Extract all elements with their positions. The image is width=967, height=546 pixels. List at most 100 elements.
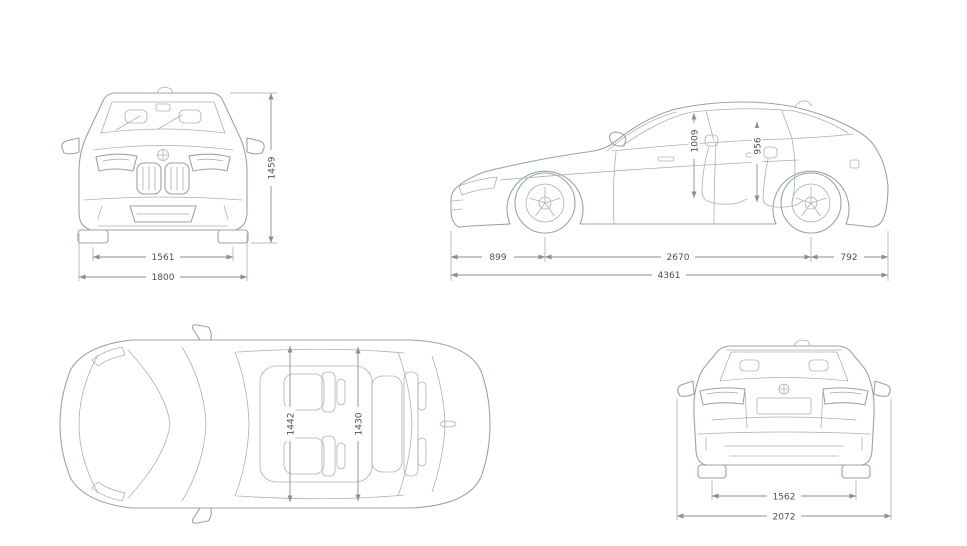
rear-reflectors	[705, 437, 863, 451]
rear-headrest-left	[739, 359, 760, 372]
seat-headrest	[704, 134, 719, 147]
rear-mirror-left	[677, 380, 695, 397]
front-mirror-left	[61, 137, 80, 155]
license-plate	[756, 397, 812, 415]
seat-cushion	[770, 200, 804, 208]
top-view: 1442 1430	[59, 324, 491, 524]
side-beltline	[611, 133, 854, 152]
dimension-label: 792	[840, 253, 857, 263]
label-backing	[146, 251, 180, 263]
dimension-label: 1800	[152, 273, 175, 283]
dim-rear-headroom: 956	[751, 122, 764, 202]
dim-top-rear-width: 1430	[352, 347, 365, 501]
wheel-spokes	[529, 186, 561, 217]
kidney-grille-left	[136, 162, 162, 195]
top-roof-front-edge	[234, 351, 250, 497]
front-wipers	[115, 114, 183, 131]
rear-headrest-right	[808, 359, 829, 372]
front-headlight-right-detail	[196, 158, 224, 162]
label-backing	[834, 251, 864, 263]
hatch-bottom-line	[711, 416, 857, 421]
label-backing	[652, 269, 686, 281]
dim-top-front-width: 1442	[284, 346, 297, 502]
taillight-left	[699, 387, 746, 406]
front-hood-line	[92, 145, 234, 151]
top-headlight-lower	[91, 481, 126, 502]
seat-cushion	[283, 373, 325, 411]
bmw-roundel-icon	[778, 383, 790, 395]
seat-cushion	[371, 375, 403, 473]
label-backing	[661, 251, 695, 263]
front-view: 1561 1800 1459	[61, 86, 278, 283]
front-wheel-left	[77, 229, 109, 244]
top-seat-front-left	[283, 371, 346, 413]
top-roof-side-edges	[237, 348, 405, 500]
side-wheel-rear	[780, 172, 842, 234]
hatch-seams	[744, 391, 824, 429]
seat-headrest	[417, 381, 427, 411]
top-hood-crease	[127, 349, 171, 499]
tire	[780, 172, 842, 234]
side-body-outline	[450, 101, 889, 228]
side-wheel-front	[514, 172, 576, 234]
rear-wheel-left	[697, 464, 727, 479]
top-body-outline	[59, 339, 491, 509]
label-backing	[265, 150, 277, 186]
front-headlight-right	[188, 153, 231, 172]
dimension-label: 1562	[773, 493, 796, 503]
front-headrest-right	[178, 109, 202, 124]
rear-mirror-right	[873, 380, 891, 397]
front-center-intake	[129, 205, 197, 223]
ghost-seat-rear	[762, 146, 804, 208]
dim-length-chain: 899 2670 792	[450, 231, 889, 281]
top-roof-fin-icon	[439, 420, 457, 428]
side-view: 1009 956 899 2670 792 4361	[450, 100, 889, 281]
front-bumper-crease	[83, 196, 243, 201]
seat-back	[321, 371, 336, 413]
dim-rear-track: 1562	[711, 480, 857, 503]
dim-front-height: 1459	[230, 92, 278, 244]
bmw-roundel-icon	[157, 149, 169, 161]
wheel-spokes	[795, 186, 827, 217]
dimension-label: 1442	[287, 413, 297, 436]
front-headlight-left-detail	[102, 158, 130, 162]
front-windshield	[100, 101, 226, 134]
top-hatch-edge	[431, 355, 446, 493]
side-mirror	[608, 131, 627, 147]
door-seam-mid	[713, 141, 717, 224]
seat-headrest	[417, 437, 427, 467]
dimension-label: 1009	[691, 129, 701, 152]
top-mirror-lower	[191, 507, 212, 524]
top-headlight-upper	[91, 346, 126, 367]
front-body-outline	[78, 92, 248, 231]
label-backing	[688, 123, 700, 159]
front-side-slits	[97, 205, 229, 220]
top-mirror-upper	[191, 324, 212, 341]
rear-roof-antenna-icon	[793, 339, 811, 347]
side-headlight	[458, 176, 498, 196]
grille-bars	[142, 166, 184, 191]
label-backing	[767, 490, 801, 502]
dimension-label: 1561	[152, 253, 175, 263]
dimension-label: 1430	[355, 412, 365, 435]
b-pillar	[705, 110, 715, 142]
dim-overall-length: 4361	[451, 269, 888, 281]
dimension-label: 2670	[667, 253, 690, 263]
dimension-label: 1459	[268, 156, 278, 179]
side-window-top	[621, 108, 849, 147]
extension-line	[676, 399, 892, 520]
label-backing	[767, 510, 801, 522]
rear-body-outline	[693, 345, 875, 466]
top-rear-window	[397, 351, 413, 497]
rear-bumper-line	[697, 431, 871, 435]
front-headrest-left	[124, 109, 148, 124]
seat-back	[762, 158, 772, 207]
dimension-label: 899	[489, 253, 506, 263]
seat-back	[403, 371, 419, 477]
fuel-cap	[849, 159, 860, 169]
dim-front-track: 1561	[92, 247, 234, 263]
taillight-right	[822, 387, 869, 406]
seat-back	[321, 435, 336, 477]
ghost-seat-front	[701, 134, 748, 205]
